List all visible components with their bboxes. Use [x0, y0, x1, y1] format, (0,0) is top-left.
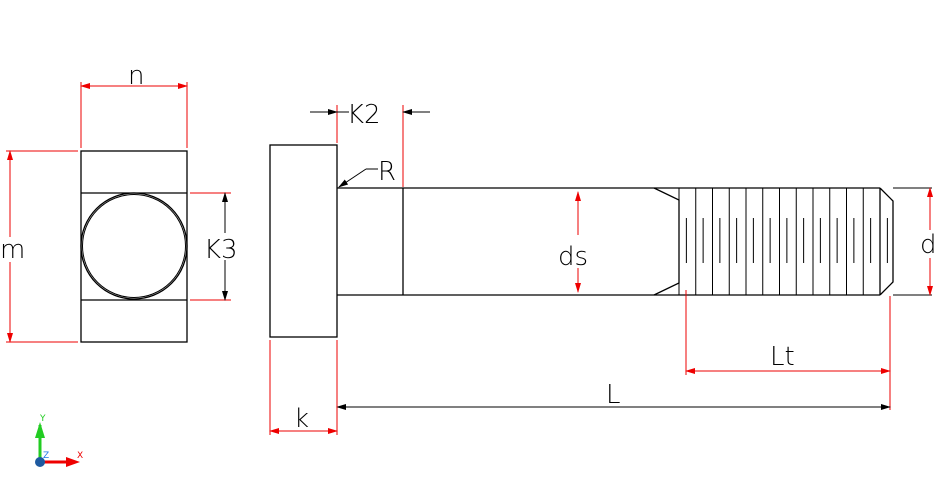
dimension-lt: Lt [685, 290, 891, 410]
dimension-k: k [269, 340, 338, 435]
dimension-k3: K3 [190, 192, 238, 301]
label-ds: ds [558, 242, 588, 272]
end-view [80, 150, 188, 343]
label-n: n [128, 61, 144, 91]
label-k3: K3 [204, 235, 238, 265]
radius-leader: R [338, 157, 396, 188]
label-l: L [606, 380, 621, 410]
ucs-y-label: Y [39, 414, 46, 424]
thread-lines [678, 188, 888, 295]
dimension-m: m [0, 150, 78, 343]
label-d: d [920, 230, 937, 260]
dimension-k2: K2 [310, 100, 430, 187]
side-view [269, 144, 894, 338]
label-r: R [378, 157, 396, 187]
dimension-l: L [336, 380, 891, 410]
label-k: k [294, 404, 309, 434]
ucs-icon: Z Y X [35, 414, 83, 467]
label-lt: Lt [770, 342, 795, 372]
ucs-x-label: X [77, 451, 83, 461]
dimension-ds: ds [558, 191, 588, 293]
label-m: m [0, 235, 25, 265]
dimension-n: n [80, 61, 188, 148]
label-k2: K2 [347, 100, 381, 130]
dimension-d: d [893, 187, 937, 296]
ucs-z-label: Z [43, 451, 49, 461]
